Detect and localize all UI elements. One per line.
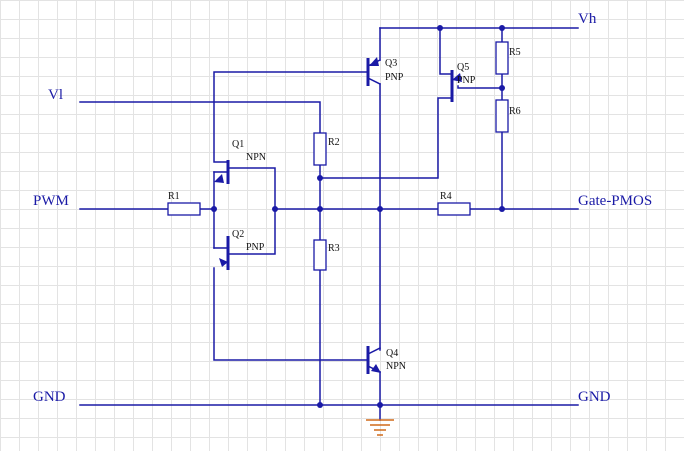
resistor-r3: [313, 239, 327, 271]
type-q2: PNP: [246, 242, 265, 253]
type-q4: NPN: [386, 361, 406, 372]
transistor-q1: [213, 160, 230, 184]
junction-dot: [437, 25, 443, 31]
junction-dot: [499, 206, 505, 212]
designator-r1: R1: [168, 191, 180, 202]
junction-dot: [317, 175, 323, 181]
type-q3: PNP: [385, 72, 404, 83]
ground-symbol-icon: [366, 419, 394, 436]
net-label-gnd-right: GND: [578, 389, 611, 405]
type-q1: NPN: [246, 152, 266, 163]
junction-dot: [211, 206, 217, 212]
designator-r3: R3: [328, 243, 340, 254]
junction-dot: [272, 206, 278, 212]
emitter-arrow-icon: [452, 73, 462, 82]
designator-q3: Q3: [385, 58, 397, 69]
designator-q5: Q5: [457, 62, 469, 73]
resistor-r1: [167, 202, 201, 216]
resistor-r2: [313, 132, 327, 166]
designator-r4: R4: [440, 191, 452, 202]
wires: [79, 27, 579, 421]
emitter-arrow-icon: [369, 57, 379, 66]
designator-r6: R6: [509, 106, 521, 117]
resistor-r6: [495, 99, 509, 133]
resistor-r5: [495, 41, 509, 75]
transistor-q4: [366, 346, 382, 374]
designator-q2: Q2: [232, 229, 244, 240]
junction-dot: [317, 402, 323, 408]
resistor-r4: [437, 202, 471, 216]
designator-r5: R5: [509, 47, 521, 58]
designator-q1: Q1: [232, 139, 244, 150]
emitter-arrow-icon: [219, 258, 228, 267]
junction-dot: [499, 85, 505, 91]
emitter-arrow-icon: [371, 364, 381, 373]
junction-dot: [499, 25, 505, 31]
junction-dot: [377, 206, 383, 212]
designator-r2: R2: [328, 137, 340, 148]
designator-q4: Q4: [386, 348, 398, 359]
emitter-arrow-icon: [214, 174, 224, 183]
junction-dot: [317, 206, 323, 212]
net-label-gate-pmos: Gate-PMOS: [578, 193, 652, 209]
net-label-vh: Vh: [578, 11, 597, 27]
junction-dots: [211, 25, 505, 408]
transistor-q5: [450, 70, 462, 102]
transistor-q3: [366, 57, 382, 86]
net-label-gnd-left: GND: [33, 389, 66, 405]
net-label-vl: Vl: [48, 87, 63, 103]
type-q5: PNP: [457, 75, 476, 86]
junction-dot: [377, 402, 383, 408]
net-label-pwm: PWM: [33, 193, 69, 209]
transistor-q2: [213, 236, 230, 270]
